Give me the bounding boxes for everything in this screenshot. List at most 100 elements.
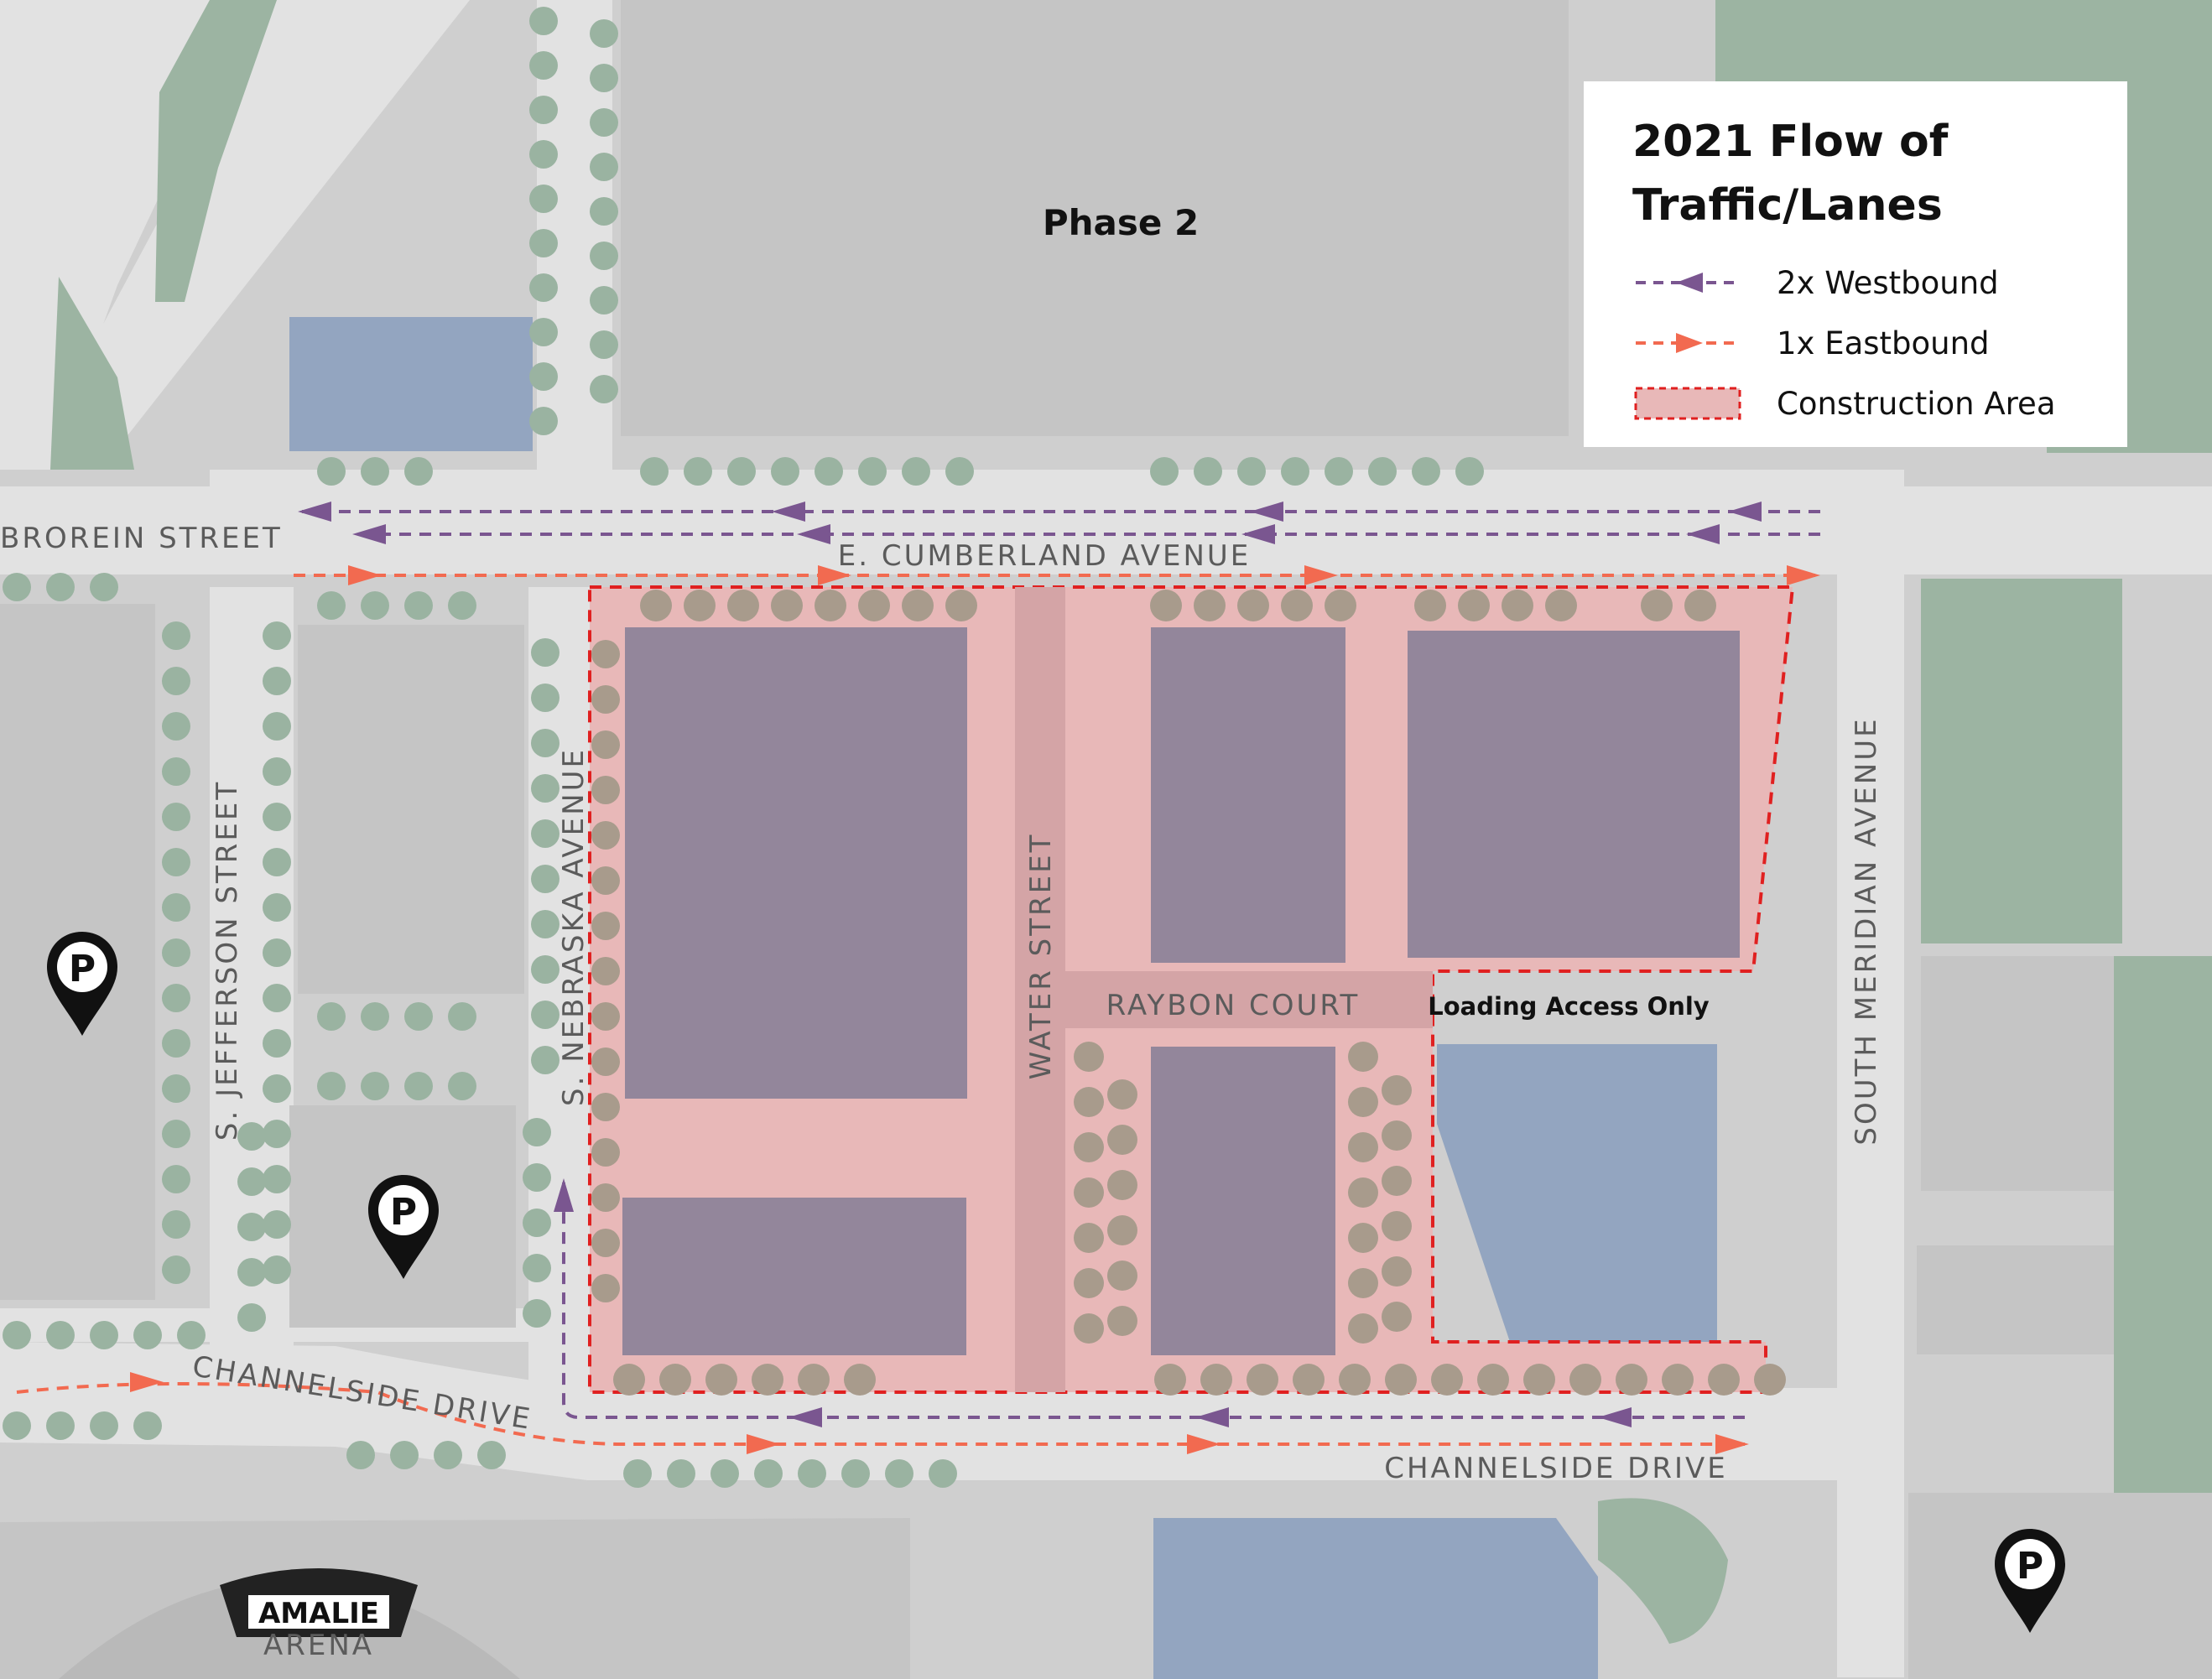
tree-icon <box>815 457 843 486</box>
trees <box>3 7 1484 1488</box>
tree-icon <box>591 730 620 759</box>
tree-icon <box>523 1299 551 1328</box>
purple-buildings <box>622 627 1740 1355</box>
tree-icon <box>591 821 620 850</box>
westbound-arrow <box>1686 524 1720 544</box>
eastbound-arrow <box>1787 565 1820 585</box>
tree-icon <box>404 457 433 486</box>
tree-icon <box>361 591 389 620</box>
arena-sub: ARENA <box>263 1629 374 1662</box>
meridian-block-2 <box>1917 1245 2114 1354</box>
tree-icon <box>591 1229 620 1257</box>
blue-building-loading <box>1437 1044 1717 1342</box>
tree-icon <box>90 1411 118 1440</box>
parking-pin-icon[interactable]: P <box>368 1175 439 1279</box>
tree-icon <box>529 185 558 213</box>
tree-icon <box>237 1303 266 1332</box>
legend-item-construction: Construction Area <box>1632 373 2094 434</box>
tree-icon <box>90 1321 118 1349</box>
legend-item-eastbound: 1x Eastbound <box>1632 313 2094 373</box>
tree-icon <box>162 1074 190 1103</box>
tree-icon <box>902 590 934 621</box>
tree-icon <box>1754 1364 1786 1396</box>
tree-icon <box>945 457 974 486</box>
tree-icon <box>590 197 618 226</box>
westbound-arrow <box>772 502 805 522</box>
street-label-nebraska: S. NEBRASKA AVENUE <box>557 747 591 1106</box>
tree-icon <box>529 96 558 124</box>
parking-letter: P <box>69 948 96 990</box>
tree-icon <box>263 1120 291 1148</box>
tree-icon <box>705 1364 737 1396</box>
tree-icon <box>477 1441 506 1469</box>
tree-icon <box>1293 1364 1325 1396</box>
tree-icon <box>591 640 620 668</box>
tree-icon <box>531 1001 560 1029</box>
tree-icon <box>162 938 190 967</box>
tree-icon <box>237 1167 266 1196</box>
tree-icon <box>1662 1364 1694 1396</box>
cumberland-sidewalk <box>210 470 1887 500</box>
parking-pin-icon[interactable]: P <box>1995 1529 2065 1633</box>
tree-icon <box>591 1138 620 1167</box>
parking-pin-icon[interactable]: P <box>47 932 117 1036</box>
purple-building-2 <box>622 1198 966 1355</box>
tree-icon <box>523 1163 551 1192</box>
westbound-arrow <box>1728 502 1762 522</box>
street-label-water: WATER STREET <box>1024 833 1058 1080</box>
tree-icon <box>237 1213 266 1241</box>
tree-icon <box>162 757 190 786</box>
tree-icon <box>590 64 618 92</box>
tree-icon <box>1150 590 1182 621</box>
street-label-raybon: RAYBON COURT <box>1106 989 1361 1022</box>
tree-icon <box>727 457 756 486</box>
tree-icon <box>1247 1364 1278 1396</box>
tree-icon <box>1708 1364 1740 1396</box>
tree-icon <box>263 667 291 695</box>
tree-icon <box>162 893 190 922</box>
tree-icon <box>1074 1313 1104 1344</box>
tree-icon <box>529 7 558 35</box>
tree-icon <box>263 893 291 922</box>
tree-icon <box>1382 1120 1412 1151</box>
tree-icon <box>1523 1364 1555 1396</box>
tree-icon <box>590 375 618 403</box>
tree-icon <box>945 590 977 621</box>
tree-icon <box>590 242 618 270</box>
tree-icon <box>1074 1042 1104 1072</box>
tree-icon <box>3 1321 31 1349</box>
tree-icon <box>317 1072 346 1100</box>
eastbound-arrow <box>747 1434 780 1454</box>
tree-icon <box>798 1459 826 1488</box>
tree-icon <box>1348 1132 1378 1162</box>
tree-icon <box>1150 457 1179 486</box>
street-label-cumberland: E. CUMBERLAND AVENUE <box>838 539 1252 573</box>
tree-icon <box>590 330 618 359</box>
tree-icon <box>591 776 620 804</box>
green-wedge <box>50 277 134 470</box>
tree-icon <box>1281 457 1309 486</box>
purple-building-5 <box>1151 1047 1335 1355</box>
tree-icon <box>590 19 618 48</box>
tree-icon <box>404 591 433 620</box>
tree-icon <box>3 1411 31 1440</box>
tree-icon <box>684 590 716 621</box>
tree-icon <box>591 1093 620 1121</box>
tree-icon <box>162 1210 190 1239</box>
eastbound-arrow <box>348 565 382 585</box>
tree-icon <box>3 573 31 601</box>
tree-icon <box>684 457 712 486</box>
tree-icon <box>162 712 190 741</box>
tree-icon <box>529 407 558 435</box>
street-label-brorein: BROREIN STREET <box>0 522 283 555</box>
tree-icon <box>529 318 558 346</box>
tree-icon <box>162 803 190 831</box>
interstate-ramp-2 <box>25 0 470 470</box>
purple-building-4 <box>1408 631 1740 958</box>
tree-icon <box>640 590 672 621</box>
tree-icon <box>531 819 560 848</box>
westbound-arrow <box>298 502 331 522</box>
eastbound-arrow <box>1715 1434 1749 1454</box>
tree-icon <box>1107 1261 1137 1291</box>
